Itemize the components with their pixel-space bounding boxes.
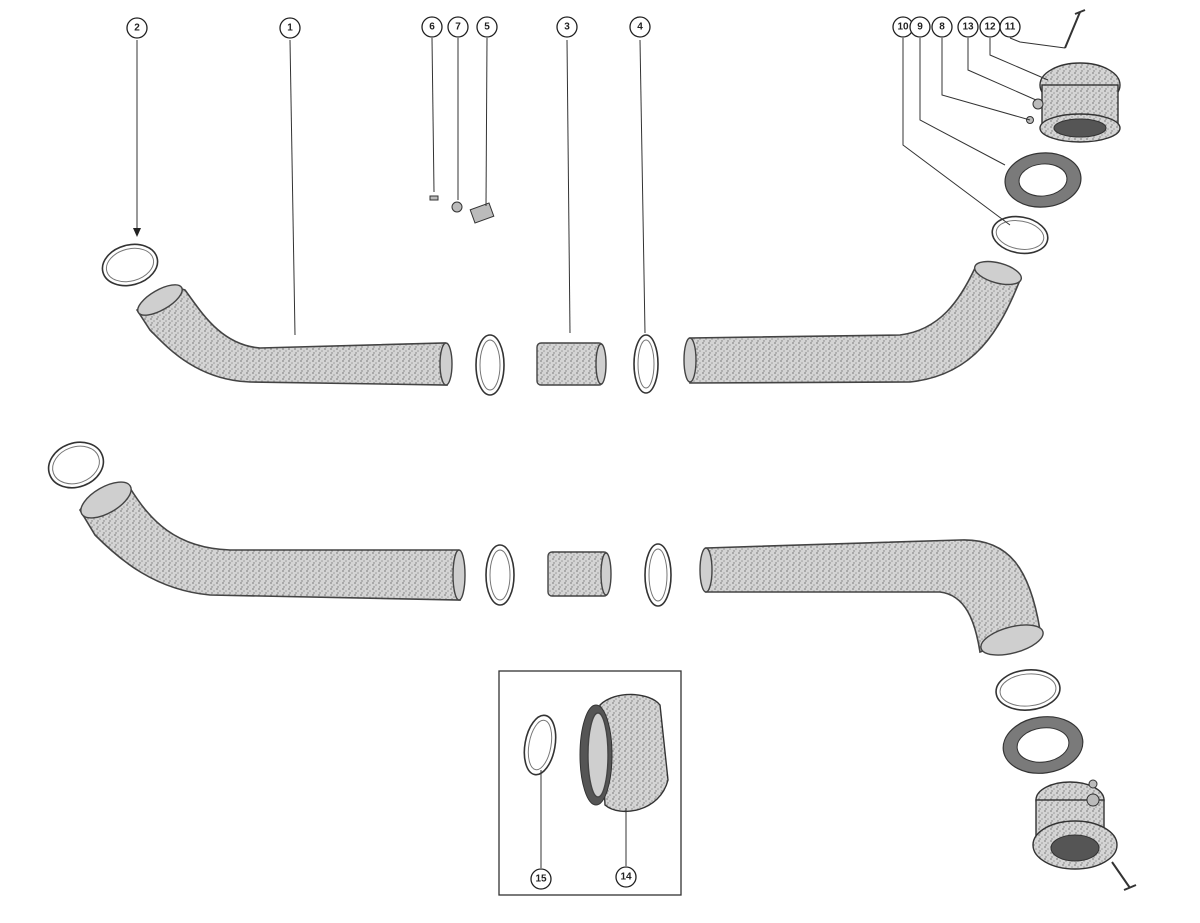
inset-box bbox=[498, 670, 682, 896]
callout-14: 14 bbox=[615, 866, 637, 888]
small-hardware-nut bbox=[469, 202, 495, 224]
leader-lines bbox=[133, 37, 1066, 868]
svg-text:11: 11 bbox=[1005, 22, 1016, 33]
top-right-exhaust-hose bbox=[683, 260, 1023, 384]
svg-text:2: 2 bbox=[134, 23, 140, 34]
svg-text:8: 8 bbox=[939, 22, 945, 33]
callout-15: 15 bbox=[530, 868, 552, 890]
bottom-middle-right-clamp bbox=[644, 543, 672, 607]
callout-4: 4 bbox=[629, 16, 651, 38]
svg-text:3: 3 bbox=[564, 22, 570, 33]
callout-3: 3 bbox=[556, 16, 578, 38]
bottom-right-gasket bbox=[1002, 716, 1084, 774]
bottom-middle-left-clamp bbox=[485, 544, 515, 606]
svg-text:15: 15 bbox=[535, 874, 547, 885]
svg-text:9: 9 bbox=[917, 22, 923, 33]
callout-9: 9 bbox=[909, 16, 931, 38]
svg-text:4: 4 bbox=[637, 22, 643, 33]
small-hardware-washer bbox=[451, 201, 463, 213]
bottom-left-hose-clamp bbox=[47, 441, 105, 489]
bottom-right-exhaust-hose bbox=[699, 539, 1044, 656]
top-left-exhaust-hose bbox=[135, 284, 453, 386]
callout-5: 5 bbox=[476, 16, 498, 38]
svg-text:10: 10 bbox=[897, 22, 909, 33]
bottom-right-small-washer bbox=[1086, 793, 1100, 807]
small-hardware-screw bbox=[429, 195, 439, 201]
bottom-right-clamp bbox=[995, 669, 1061, 711]
top-left-hose-clamp bbox=[101, 243, 159, 287]
svg-text:12: 12 bbox=[984, 22, 996, 33]
callout-2: 2 bbox=[126, 17, 148, 39]
bottom-right-small-nut bbox=[1088, 779, 1098, 789]
top-coupling-sleeve bbox=[536, 342, 607, 386]
svg-text:1: 1 bbox=[287, 23, 293, 34]
inset-clamp bbox=[523, 714, 557, 776]
top-right-small-washer bbox=[1032, 98, 1044, 110]
callout-1: 1 bbox=[279, 17, 301, 39]
bottom-coupling-sleeve bbox=[547, 551, 612, 597]
callout-13: 13 bbox=[957, 16, 979, 38]
top-right-gasket bbox=[1004, 152, 1082, 208]
svg-text:7: 7 bbox=[455, 22, 461, 33]
bottom-left-exhaust-hose bbox=[79, 481, 466, 601]
top-middle-left-clamp bbox=[475, 334, 505, 396]
callout-6: 6 bbox=[421, 16, 443, 38]
bottom-right-screw bbox=[1111, 861, 1137, 891]
inset-exhaust-outlet-adapter bbox=[579, 693, 669, 813]
svg-text:13: 13 bbox=[962, 22, 974, 33]
bottom-right-through-hull-fitting bbox=[1032, 781, 1118, 870]
callout-11: 11 bbox=[999, 16, 1021, 38]
svg-text:14: 14 bbox=[620, 872, 632, 883]
callout-12: 12 bbox=[979, 16, 1001, 38]
top-right-through-hull-fitting bbox=[1039, 62, 1121, 143]
callout-7: 7 bbox=[447, 16, 469, 38]
callout-8: 8 bbox=[931, 16, 953, 38]
svg-text:5: 5 bbox=[484, 22, 490, 33]
svg-text:6: 6 bbox=[429, 22, 435, 33]
top-right-clamp bbox=[991, 215, 1049, 255]
top-right-screw bbox=[1064, 9, 1086, 49]
top-middle-right-clamp bbox=[633, 334, 659, 394]
